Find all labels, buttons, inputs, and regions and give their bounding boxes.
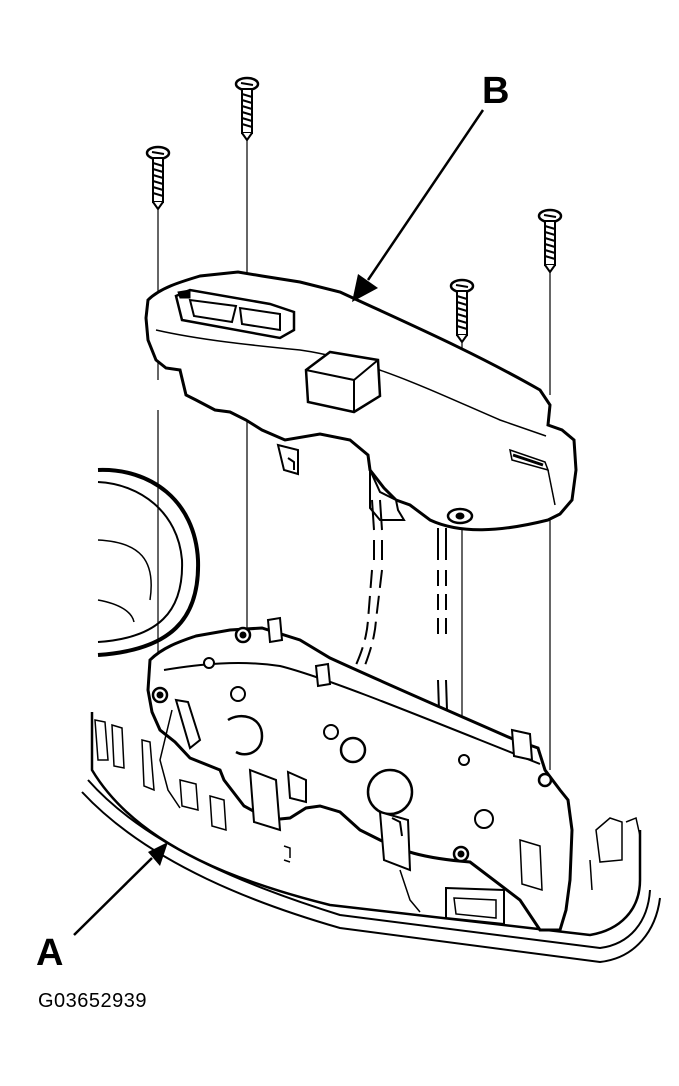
callout-label-a: A [36,932,64,974]
callout-leader-b [352,109,485,302]
mounting-screw [234,76,260,142]
callout-label-b: B [482,70,510,112]
lower-panel-a [81,712,661,964]
mounting-screw [449,278,475,344]
dashboard-surround [97,467,201,657]
mounting-housing [141,616,574,932]
switch-assembly-b [144,270,578,532]
mounting-screw [145,145,171,211]
callout-leader-a [73,842,168,936]
mounting-screw [537,208,563,274]
figure-code: G03652939 [38,990,148,1012]
